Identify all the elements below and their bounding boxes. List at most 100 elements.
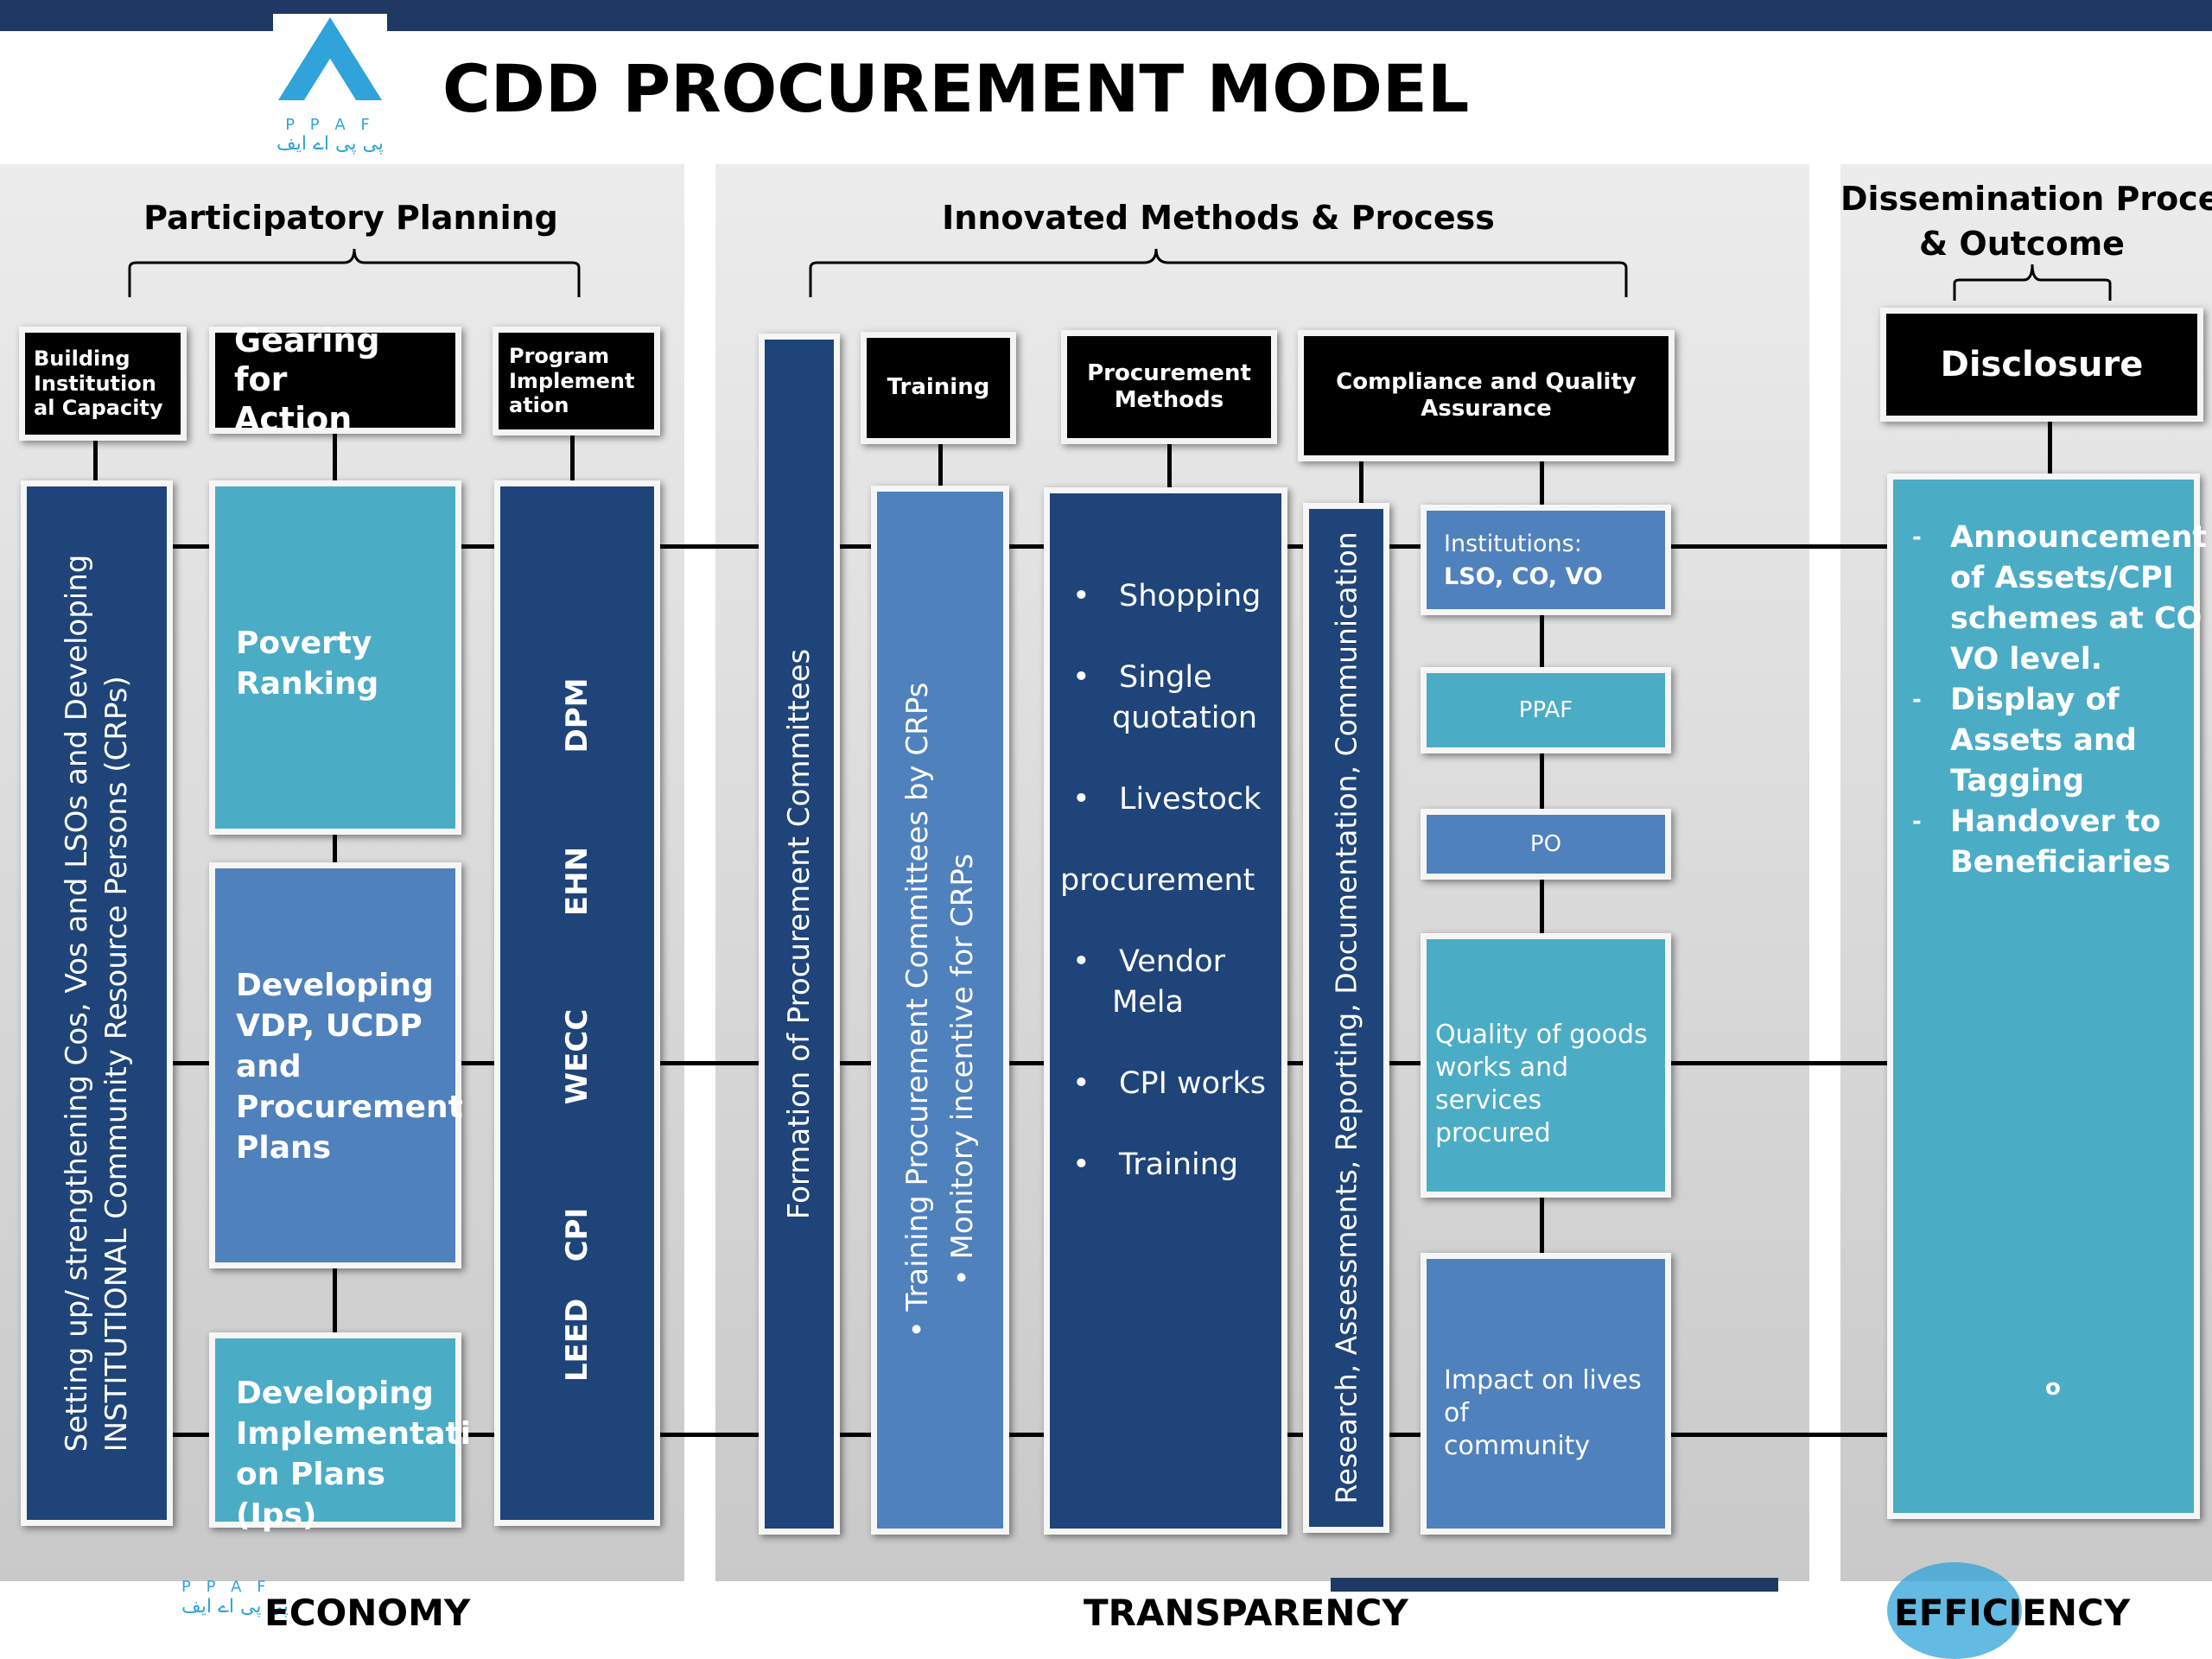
ppaf-label: PPAF bbox=[1518, 697, 1573, 723]
procurement-item-shopping: • Shopping bbox=[1072, 579, 1262, 613]
impact-line2: community bbox=[1444, 1431, 1591, 1461]
disclosure-circle-marker: o bbox=[2045, 1375, 2061, 1401]
developing-vdp-line4: Procurement bbox=[236, 1090, 463, 1125]
header-program-line3: ation bbox=[509, 393, 569, 418]
disclosure-item-display: - Display of Assets and Tagging bbox=[1912, 683, 2137, 798]
header-program-line1: Program bbox=[509, 343, 610, 368]
section-dissemination-heading-line1: Dissemination Process bbox=[1840, 180, 2212, 218]
header-building-line3: al Capacity bbox=[34, 396, 163, 421]
impact-line1: Impact on lives of bbox=[1444, 1365, 1642, 1428]
header-procurement-line1: Procurement bbox=[1087, 359, 1251, 386]
procurement-item-training: • Training bbox=[1072, 1147, 1239, 1182]
program-leed: LEED bbox=[560, 1298, 594, 1382]
institutions-line2: LSO, CO, VO bbox=[1444, 563, 1603, 590]
bottom-strip bbox=[1331, 1578, 1778, 1592]
formation-text: Formation of Procurement Committees bbox=[782, 648, 817, 1220]
training-item-1: • Training Procurement Committees by CRP… bbox=[900, 682, 935, 1338]
column-setting-up-institutions: Setting up/ strengthening Cos, Vos and L… bbox=[21, 480, 173, 1526]
connector-vertical-procurement bbox=[1167, 441, 1172, 493]
section-dissemination-heading-line2: & Outcome bbox=[1919, 225, 2125, 263]
section-innovated-heading: Innovated Methods & Process bbox=[942, 199, 1495, 237]
connector-vertical-training bbox=[938, 441, 943, 493]
procurement-item-procurement: procurement bbox=[1060, 863, 1255, 898]
section-planning-heading: Participatory Planning bbox=[143, 199, 558, 237]
connector-vertical-program bbox=[570, 432, 575, 484]
quality-line1: Quality of goods bbox=[1435, 1020, 1648, 1050]
box-quality-goods: Quality of goods works and services proc… bbox=[1421, 933, 1671, 1198]
box-po: PO bbox=[1421, 809, 1671, 880]
developing-vdp-line5: Plans bbox=[236, 1130, 332, 1166]
developing-vdp-line2: VDP, UCDP bbox=[236, 1008, 423, 1044]
setting-up-line2: INSTITUTIONAL Community Resource Persons… bbox=[99, 676, 134, 1452]
header-building-line1: Building bbox=[34, 346, 130, 371]
institutions-line1: Institutions: bbox=[1444, 531, 1582, 557]
header-building-capacity: Building Institution al Capacity bbox=[19, 327, 187, 441]
quality-line2: works and services bbox=[1435, 1052, 1569, 1116]
procurement-item-single-quotation: • Single quotation bbox=[1072, 660, 1258, 735]
header-program-line2: Implement bbox=[509, 368, 635, 393]
header-compliance-quality: Compliance and Quality Assurance bbox=[1298, 330, 1675, 461]
developing-impl-line1: Developing bbox=[236, 1376, 434, 1411]
header-procurement-methods: Procurement Methods bbox=[1061, 330, 1277, 444]
header-program-implementation: Program Implement ation bbox=[493, 327, 660, 435]
training-item-2: • Monitory incentive for CRPs bbox=[945, 853, 980, 1287]
connector-vertical-building bbox=[93, 432, 98, 484]
research-text: Research, Assessments, Reporting, Docume… bbox=[1329, 531, 1363, 1504]
procurement-item-livestock: • Livestock bbox=[1072, 782, 1262, 817]
poverty-ranking-line2: Ranking bbox=[236, 666, 379, 702]
program-cpi: CPI bbox=[560, 1207, 594, 1262]
footer-logo-urdu: پی پی اے ایف bbox=[181, 1596, 289, 1618]
header-gearing-line1: Gearing for bbox=[234, 321, 380, 399]
box-developing-vdp: Developing VDP, UCDP and Procurement Pla… bbox=[209, 862, 463, 1268]
box-poverty-ranking: Poverty Ranking bbox=[209, 480, 461, 835]
footer-efficiency: EFFICIENCY bbox=[1894, 1592, 2131, 1634]
column-disclosure: - Announcement of Assets/CPI schemes at … bbox=[1887, 474, 2208, 1519]
ppaf-triangle-icon bbox=[278, 17, 382, 100]
footer-economy: ECONOMY bbox=[264, 1592, 471, 1634]
program-wecc: WECC bbox=[560, 1008, 594, 1105]
developing-impl-line3: on Plans (Ips) bbox=[236, 1457, 385, 1533]
header-disclosure: Disclosure bbox=[1880, 308, 2203, 422]
program-dpm: DPM bbox=[560, 677, 594, 753]
box-institutions: Institutions: LSO, CO, VO bbox=[1421, 505, 1671, 615]
setting-up-line1: Setting up/ strengthening Cos, Vos and L… bbox=[60, 554, 94, 1452]
connector-vertical-research bbox=[1359, 449, 1363, 510]
header-compliance-line2: Assurance bbox=[1421, 396, 1552, 422]
footer-logo: P P A F پی پی اے ایف bbox=[181, 1578, 320, 1630]
connector-horizontal-bottom bbox=[164, 1433, 1892, 1437]
logo-urdu: پی پی اے ایف bbox=[276, 133, 384, 155]
po-label: PO bbox=[1529, 831, 1562, 857]
connector-disclosure-link bbox=[1763, 544, 1892, 549]
procurement-item-cpi-works: • CPI works bbox=[1072, 1066, 1266, 1101]
header-procurement-line2: Methods bbox=[1114, 387, 1224, 413]
developing-vdp-line1: Developing bbox=[236, 968, 434, 1003]
brace-dissemination bbox=[1953, 264, 2112, 301]
efficiency-logo-circle bbox=[1887, 1562, 2022, 1659]
column-formation-committees: Formation of Procurement Committees bbox=[759, 334, 840, 1535]
disclosure-item-handover: - Handover to Beneficiaries bbox=[1912, 804, 2171, 880]
column-procurement-methods: • Shopping • Single quotation • Livestoc… bbox=[1044, 487, 1287, 1535]
connector-horizontal-top bbox=[164, 544, 1892, 549]
column-training-committees: • Training Procurement Committees by CRP… bbox=[871, 486, 1009, 1535]
header-gearing-line2: Action bbox=[234, 399, 353, 438]
header-training: Training bbox=[861, 332, 1016, 444]
box-impact-on-lives: Impact on lives of community bbox=[1421, 1253, 1671, 1535]
logo-letters: P P A F bbox=[285, 116, 375, 134]
footer-transparency: TRANSPARENCY bbox=[1084, 1592, 1408, 1634]
header-gearing-for-action: Gearing for Action bbox=[209, 321, 461, 438]
disclosure-item-announcement: - Announcement of Assets/CPI schemes at … bbox=[1912, 520, 2208, 677]
column-programs: DPM EHN WECC CPI LEED bbox=[494, 480, 660, 1526]
developing-impl-line2: Implementati bbox=[236, 1416, 472, 1452]
header-building-line2: Institution bbox=[34, 371, 156, 396]
page-title: CDD PROCUREMENT MODEL bbox=[442, 50, 1470, 127]
ppaf-logo: P P A F پی پی اے ایف bbox=[273, 14, 387, 159]
developing-vdp-line3: and bbox=[236, 1049, 302, 1084]
box-ppaf: PPAF bbox=[1421, 667, 1671, 753]
connector-vertical-disclosure bbox=[2048, 415, 2052, 474]
connector-horizontal-middle bbox=[164, 1061, 1892, 1065]
brace-planning bbox=[128, 248, 581, 297]
quality-line3: procured bbox=[1435, 1118, 1551, 1148]
brace-innovated bbox=[809, 248, 1628, 297]
header-compliance-line1: Compliance and Quality bbox=[1336, 368, 1637, 395]
procurement-item-vendor-mela: • Vendor Mela bbox=[1072, 944, 1225, 1020]
